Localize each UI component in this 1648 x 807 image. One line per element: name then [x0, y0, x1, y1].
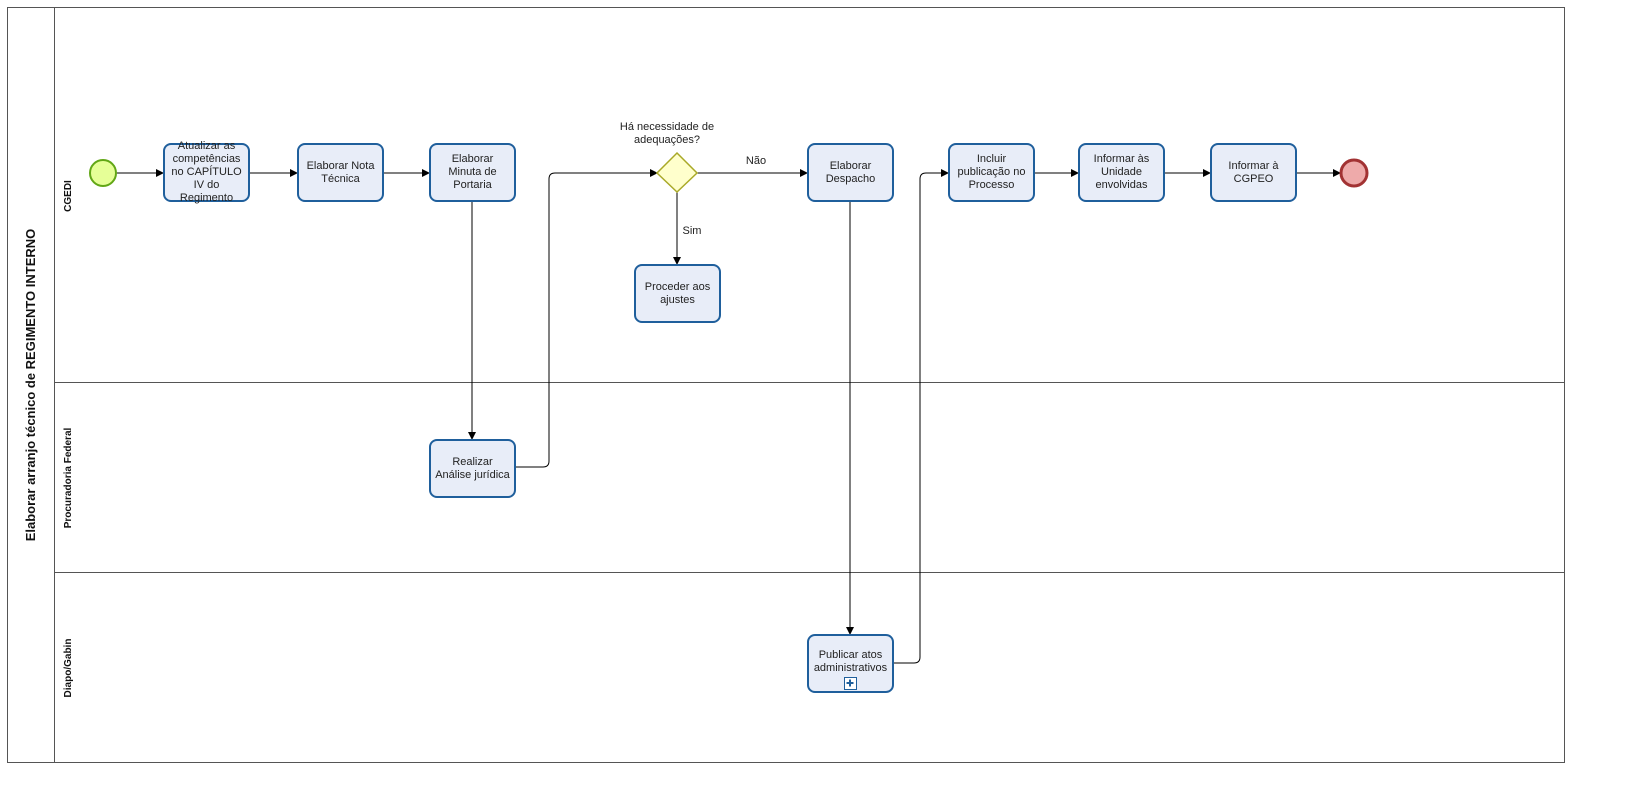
lane-diapo	[54, 572, 1565, 763]
task-elaborar-nota[interactable]: Elaborar Nota Técnica	[297, 143, 384, 202]
task-proceder-ajustes[interactable]: Proceder aos ajustes	[634, 264, 721, 323]
subprocess-publicar-atos[interactable]: Publicar atos administrativos	[807, 634, 894, 693]
gateway-question: Há necessidade de adequações?	[619, 121, 715, 146]
gateway-no-label: Não	[745, 155, 767, 167]
task-informar-unidade[interactable]: Informar às Unidade envolvidas	[1078, 143, 1165, 202]
subprocess-expand-icon[interactable]	[844, 677, 857, 690]
flow-analise-gateway	[515, 169, 658, 468]
subprocess-label: Publicar atos administrativos	[813, 649, 888, 674]
task-elaborar-despacho[interactable]: Elaborar Despacho	[807, 143, 894, 202]
start-event	[89, 159, 117, 187]
task-analise-juridica[interactable]: Realizar Análise jurídica	[429, 439, 516, 498]
gateway-yes-label: Sim	[682, 225, 702, 237]
task-incluir-publicacao[interactable]: Incluir publicação no Processo	[948, 143, 1035, 202]
exclusive-gateway	[655, 151, 699, 194]
end-event	[1339, 158, 1369, 188]
task-elaborar-minuta[interactable]: Elaborar Minuta de Portaria	[429, 143, 516, 202]
task-atualizar[interactable]: Atualizar as competências no CAPÍTULO IV…	[163, 140, 250, 204]
task-informar-cgpeo[interactable]: Informar à CGPEO	[1210, 143, 1297, 202]
flow-publicar-incluir	[893, 169, 949, 664]
